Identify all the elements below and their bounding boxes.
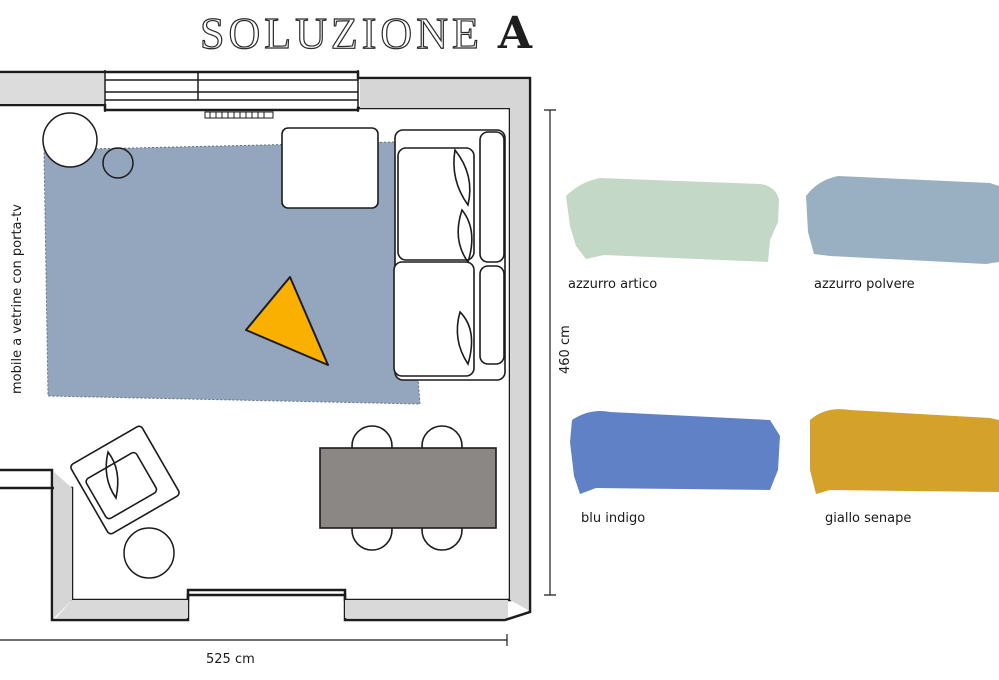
height-dimension [544, 109, 556, 596]
palette [566, 176, 999, 494]
window [104, 70, 359, 112]
width-dimension [0, 634, 508, 646]
pouf [281, 127, 379, 209]
walls [0, 70, 532, 622]
page-title: SOLUZIONE A [199, 8, 536, 59]
swatch-label-blu-indigo: blu indigo [581, 511, 646, 526]
sofa [393, 129, 506, 381]
swatch-giallo-senape [810, 409, 999, 494]
armchair-side-table [123, 527, 175, 579]
side-table [42, 112, 98, 168]
swatch-label-giallo-senape: giallo senape [825, 511, 912, 526]
dining-table [319, 447, 497, 529]
title-letter: A [497, 8, 536, 59]
coffee-table [245, 276, 329, 366]
radiator [204, 111, 274, 119]
dining-set [319, 425, 497, 551]
swatch-azzurro-artico [566, 178, 779, 262]
width-label: 525 cm [206, 652, 255, 667]
stool [102, 147, 134, 179]
height-label: 460 cm [558, 325, 573, 374]
swatch-label-azzurro-artico: azzurro artico [568, 277, 658, 292]
swatch-azzurro-polvere [806, 176, 999, 264]
armchair [70, 425, 180, 535]
swatch-label-azzurro-polvere: azzurro polvere [814, 277, 915, 292]
dimension-lines [0, 109, 556, 646]
swatch-blu-indigo [570, 411, 780, 494]
title-text: SOLUZIONE [199, 8, 483, 58]
furniture-label: mobile a vetrine con porta-tv [10, 203, 25, 394]
